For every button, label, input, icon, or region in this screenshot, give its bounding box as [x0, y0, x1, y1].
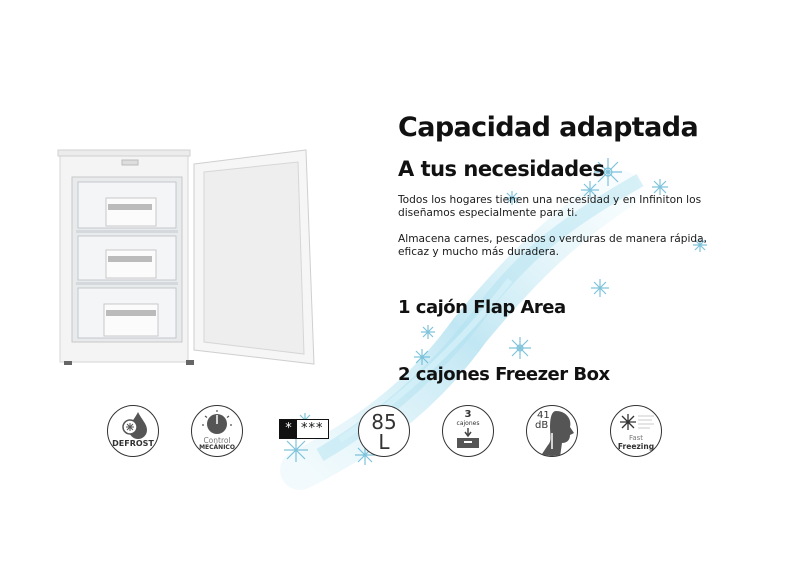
capacity-icon: 85 L: [358, 405, 410, 457]
fast-freezing-icon: Fast Freezing: [610, 405, 662, 457]
drawers-icon: 3 cajones: [442, 405, 494, 457]
star-rating-icon: * ***: [279, 419, 329, 439]
triple-star: ***: [301, 421, 324, 436]
defrost-icon: DEFROST: [107, 405, 159, 457]
body-paragraph-1: Todos los hogares tienen una necesidad y…: [398, 194, 702, 219]
capacity-unit: L: [378, 430, 390, 454]
mechanical-control-icon: Control MECÁNICO: [191, 405, 243, 457]
defrost-label: DEFROST: [112, 439, 154, 448]
fast-label: Fast: [628, 434, 644, 442]
drawers-label: cajones: [456, 420, 480, 427]
feature-freezer-box: 2 cajones Freezer Box: [398, 364, 610, 385]
noise-value: 41: [537, 410, 550, 421]
drawers-value: 3: [464, 409, 472, 420]
headline-title: Capacidad adaptada: [398, 112, 699, 143]
feature-flap-area: 1 cajón Flap Area: [398, 297, 566, 318]
single-star: *: [280, 420, 297, 438]
headline-subtitle: A tus necesidades: [398, 157, 605, 181]
body-paragraph-2: Almacena carnes, pescados o verduras de …: [398, 233, 708, 258]
noise-icon: 41 dB: [526, 405, 578, 457]
freezing-label: Freezing: [617, 442, 655, 451]
noise-unit: dB: [535, 420, 549, 431]
control-label-1: Control: [203, 436, 231, 445]
control-label-2: MECÁNICO: [199, 444, 235, 451]
freezer-product-image: [56, 142, 322, 370]
capacity-value: 85: [371, 410, 397, 434]
